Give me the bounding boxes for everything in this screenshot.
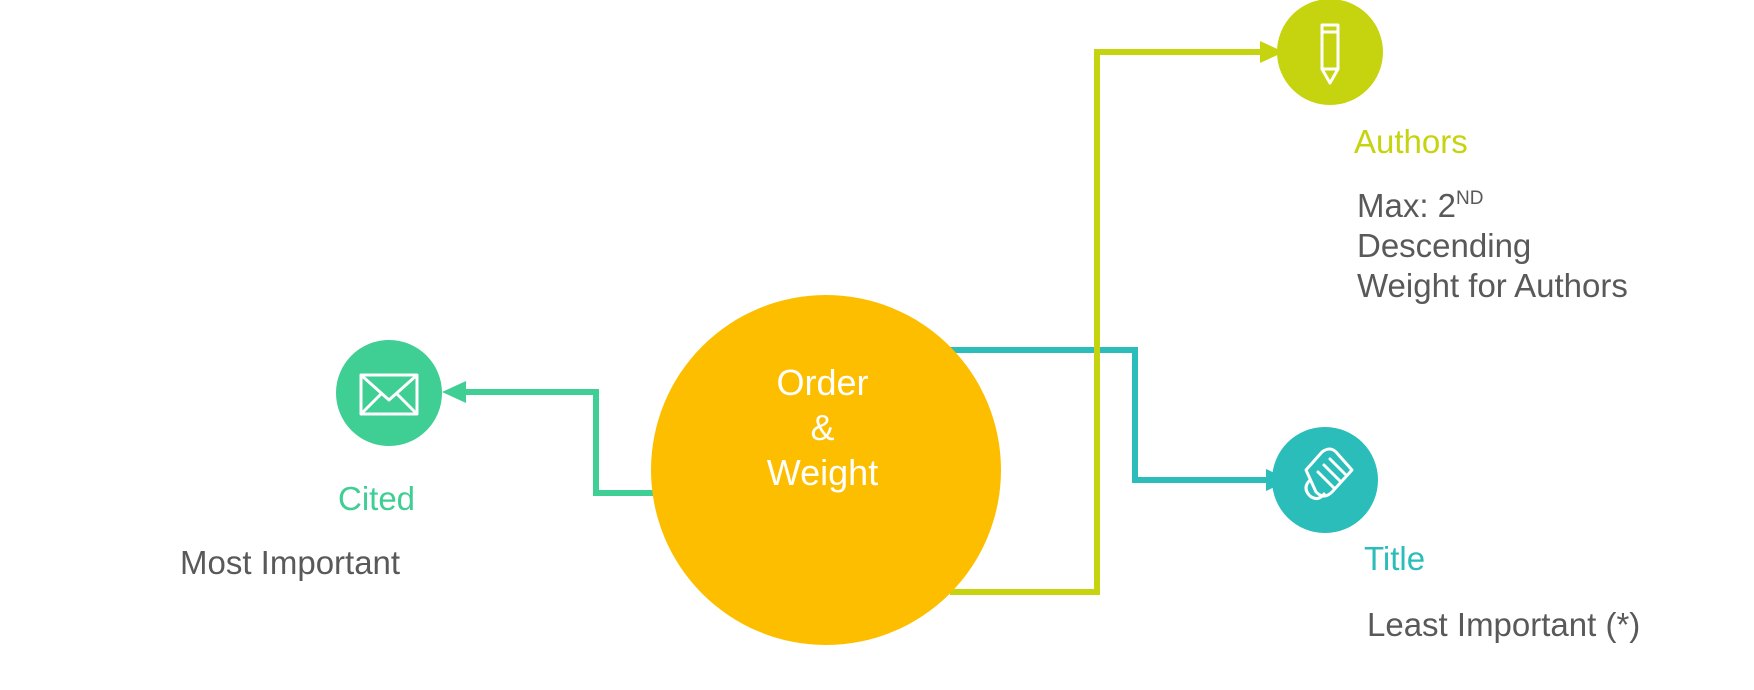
envelope-icon: [359, 373, 419, 416]
authors-description: Max: 2ND Descending Weight for Authors: [1357, 186, 1628, 306]
authors-heading: Authors: [1354, 123, 1468, 160]
title-description: Least Important (*): [1367, 606, 1641, 643]
authors-node: [1277, 0, 1383, 105]
center-label-line2: &: [810, 407, 835, 448]
authors-max-superscript: ND: [1456, 188, 1484, 209]
cited-circle: [336, 340, 442, 446]
authors-circle: [1277, 0, 1383, 105]
center-label: Order & Weight: [650, 360, 995, 495]
center-label-line1: Order: [776, 362, 869, 403]
cited-description: Most Important: [180, 544, 401, 581]
center-circle: [651, 295, 1001, 645]
arrowhead-authors: [1260, 41, 1284, 63]
cited-heading: Cited: [338, 480, 416, 517]
connector-title: [950, 347, 1268, 483]
connector-cited: [465, 389, 655, 496]
pencil-icon: [1320, 23, 1340, 85]
title-node: [1272, 427, 1378, 533]
scroll-icon: [1304, 447, 1354, 501]
title-heading: Title: [1364, 540, 1426, 577]
arrowhead-cited: [442, 381, 466, 403]
authors-desc-line2: Descending: [1357, 227, 1532, 264]
authors-desc-line3: Weight for Authors: [1357, 267, 1628, 304]
authors-desc-line1: Max: 2ND: [1357, 186, 1628, 226]
center-label-line3: Weight: [766, 452, 879, 493]
connector-authors: [950, 49, 1262, 595]
authors-max-text: Max: 2: [1357, 187, 1457, 224]
cited-node: [336, 340, 442, 446]
